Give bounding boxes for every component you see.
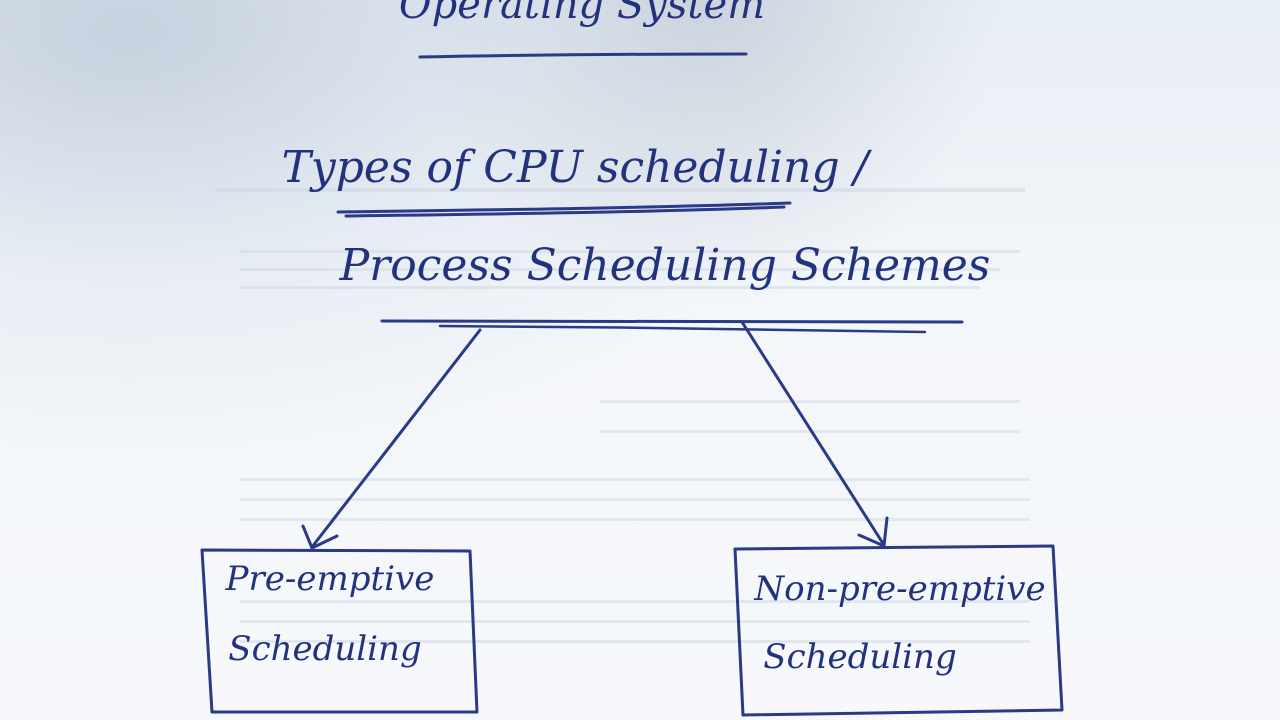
right-arrow-line <box>740 320 886 547</box>
non-preemptive-box <box>733 544 1064 717</box>
left-arrowhead <box>301 524 339 550</box>
non-preemptive-line-1: Non-pre-emptive <box>753 569 1045 609</box>
preemptive-line-2: Scheduling <box>228 629 421 669</box>
heading-underline <box>418 52 748 59</box>
title-line-2: Process Scheduling Schemes <box>339 240 991 291</box>
title-underline <box>336 201 792 214</box>
background-show-through <box>215 188 1030 643</box>
non-preemptive-line-2: Scheduling <box>763 637 956 677</box>
title-line-1: Types of CPU scheduling / <box>282 142 873 193</box>
title-underline-second-stroke <box>344 205 786 218</box>
schemes-underline <box>380 319 964 324</box>
schemes-underline-second-stroke <box>438 324 927 334</box>
preemptive-box <box>200 548 479 714</box>
heading-text: Operating System <box>399 0 765 28</box>
right-arrowhead <box>857 516 889 548</box>
preemptive-line-1: Pre-emptive <box>225 559 435 599</box>
left-arrow-line <box>310 328 482 549</box>
